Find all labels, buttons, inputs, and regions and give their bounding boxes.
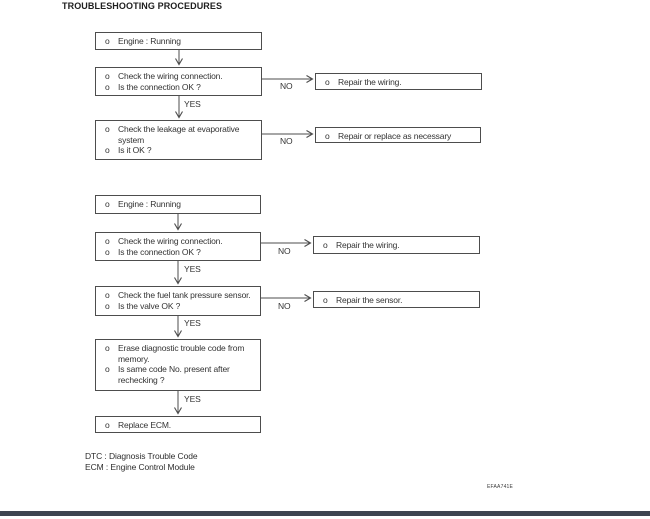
box-text-line: Check the wiring connection. [118,236,223,246]
box-text-line: Is it OK ? [118,145,152,155]
bullet-marker: o [105,71,110,81]
bullet-marker: o [105,300,110,311]
no-label: NO [278,301,291,311]
box-text-line: Is the connection OK ? [118,246,201,257]
box-text-line: Repair or replace as necessary [338,131,452,141]
flow2-box-repair-wiring: o Repair the wiring. [313,236,480,254]
box-text-line: Repair the wiring. [338,77,402,87]
bullet-marker: o [323,240,328,250]
flow1-box-check-leakage: o Check the leakage at evaporative system… [95,120,262,160]
flow1-box-repair-wiring: o Repair the wiring. [315,73,482,90]
box-text-line: Replace ECM. [118,420,171,430]
figure-code: EFAA741E [487,484,514,490]
bullet-marker: o [323,295,328,305]
box-text-line: Is the valve OK ? [118,300,181,311]
bullet-marker: o [105,420,110,430]
bullet-marker: o [105,343,110,353]
box-text-line: Repair the sensor. [336,295,403,305]
flow1-box-repair-replace: o Repair or replace as necessary [315,127,481,143]
no-label: NO [278,246,291,256]
bullet-spacer [96,375,118,386]
bullet-spacer [96,354,118,365]
page-bottom-rule [0,511,650,516]
flow1-box-check-wiring: o Check the wiring connection. o Is the co… [95,67,262,96]
bullet-marker: o [105,290,110,300]
bullet-marker: o [105,364,110,374]
box-text-line: Check the fuel tank pressure sensor. [118,290,251,300]
bullet-marker: o [105,199,110,209]
box-text-line: memory. [118,353,150,364]
box-text-line: Check the wiring connection. [118,71,223,81]
flow2-box-erase-dtc: o Erase diagnostic trouble code from memo… [95,339,261,391]
bullet-marker: o [105,236,110,246]
box-text-line: Is same code No. present after [118,364,230,374]
box-text-line: system [118,134,145,145]
yes-label: YES [184,264,201,274]
box-text-line: Erase diagnostic trouble code from [118,343,245,353]
bullet-marker: o [105,124,110,134]
yes-label: YES [184,394,201,404]
flow2-box-engine-running: o Engine : Running [95,195,261,214]
box-text-line: Check the leakage at evaporative [118,124,240,134]
footnote-ecm: ECM : Engine Control Module [85,462,195,472]
flow1-box-engine-running: o Engine : Running [95,32,262,50]
bullet-marker: o [105,36,110,46]
bullet-marker: o [325,131,330,141]
bullet-marker: o [105,145,110,155]
box-text-line: Engine : Running [118,199,181,209]
yes-label: YES [184,99,201,109]
bullet-marker: o [105,246,110,257]
box-text-line: rechecking ? [118,374,165,385]
box-text-line: Repair the wiring. [336,240,400,250]
box-text-line: Engine : Running [118,36,181,46]
no-label: NO [280,136,293,146]
bullet-marker: o [325,77,330,87]
footnote-dtc: DTC : Diagnosis Trouble Code [85,451,198,461]
no-label: NO [280,81,293,91]
page-title: TROUBLESHOOTING PROCEDURES [62,1,223,11]
yes-label: YES [184,318,201,328]
bullet-marker: o [105,81,110,92]
bullet-spacer [96,135,118,146]
flow2-box-replace-ecm: o Replace ECM. [95,416,261,433]
flow2-box-check-wiring: o Check the wiring connection. o Is the co… [95,232,261,261]
flow2-box-repair-sensor: o Repair the sensor. [313,291,480,308]
box-text-line: Is the connection OK ? [118,81,201,92]
